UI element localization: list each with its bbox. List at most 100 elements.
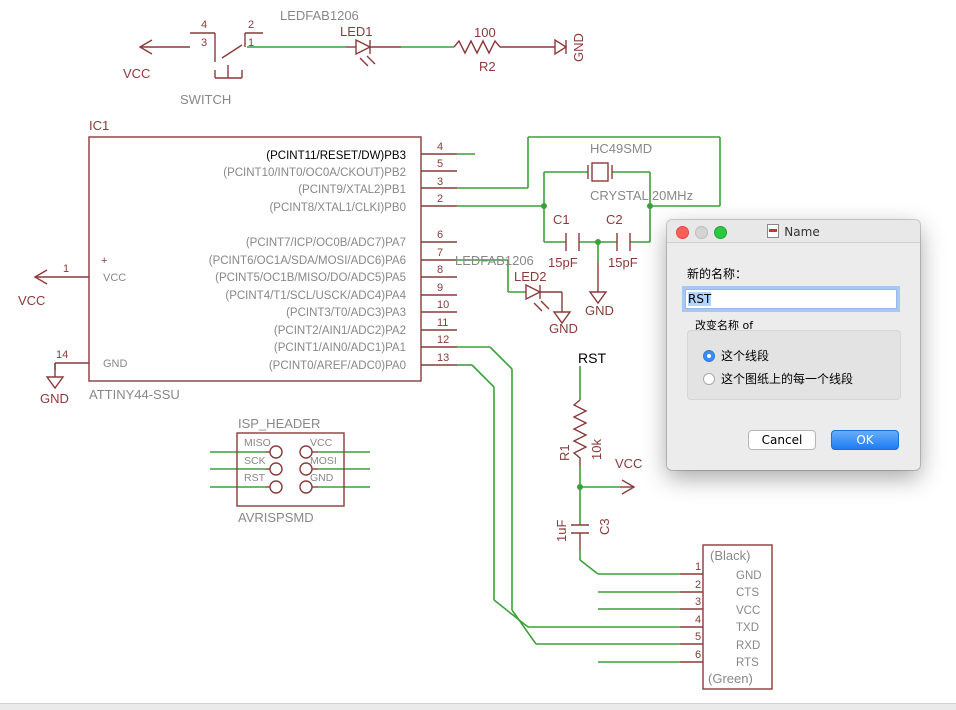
ic-pin-label: (PCINT4/T1/SCL/USCK/ADC4)PA4 [225,290,406,302]
ic-pin-number: 5 [437,158,443,170]
ic-name: IC1 [89,118,109,133]
led2-gnd: GND [549,321,578,336]
ic-pin-number: 11 [437,317,448,329]
radio-every-segment[interactable]: 这个图纸上的每一个线段 [703,370,853,387]
ic-plus: + [101,255,107,267]
cancel-button[interactable]: Cancel [748,430,816,450]
crystal-name: HC49SMD [590,141,652,156]
rst-net-label: RST [578,350,606,366]
minimize-icon [695,226,708,239]
switch-pin-2: 2 [248,19,254,31]
change-name-label: 改变名称 of [695,319,754,332]
r2-name: R2 [479,59,496,74]
ic-pin-number: 9 [437,282,443,294]
isp-pin-label: VCC [310,437,333,449]
ic-pin-number: 2 [437,193,443,205]
ftdi-pin-number: 1 [695,561,701,573]
dialog-title: Name [784,225,820,239]
ftdi-pin-number: 4 [695,614,701,626]
ic-pin-number: 7 [437,247,443,259]
ftdi-pin-label: RTS [736,657,759,669]
ftdi-pin-number: 2 [695,579,701,591]
ic-pin-number: 8 [437,264,443,276]
switch-pin-4: 4 [201,19,207,31]
r1-name: R1 [557,444,572,461]
c3-value: 1uF [554,520,569,542]
dialog-titlebar[interactable]: Name [667,220,920,243]
r1-value: 10k [589,439,604,460]
ftdi-pin-label: VCC [736,605,760,617]
ic-pin-number: 13 [437,352,449,364]
c1-name: C1 [553,212,570,227]
ic-part: ATTINY44-SSU [89,387,180,402]
ic-pin-number: 12 [437,334,449,346]
switch-label: SWITCH [180,92,231,107]
ic-gnd-label: GND [103,358,128,370]
ic-pin-label: (PCINT5/OC1B/MISO/DO/ADC5)PA5 [215,272,406,284]
ic-pin-number: 4 [437,141,443,153]
ftdi-top: (Black) [710,548,750,563]
ftdi-bottom: (Green) [708,671,753,686]
document-icon [767,224,780,238]
radio-selected-icon[interactable] [703,349,715,362]
schematic-labels: LEDFAB1206 LED1 100 R2 GND VCC SWITCH 4 … [18,8,762,686]
ic-vcc-label: VCC [103,272,126,284]
ic-pin-label: (PCINT9/XTAL2)PB1 [298,184,406,196]
led2-part: LEDFAB1206 [455,253,534,268]
switch-pin-3: 3 [201,37,207,49]
zoom-icon[interactable] [714,226,727,239]
radio-unselected-icon[interactable] [703,372,715,385]
ic-pin-label: (PCINT11/RESET/DW)PB3 [266,150,406,162]
symbols [33,32,773,690]
led2-name: LED2 [514,269,547,284]
ftdi-pin-label: RXD [736,640,760,652]
ftdi-pin-label: GND [736,570,762,582]
isp-pin-label: MOSI [310,455,337,467]
ic-pin-label: (PCINT2/AIN1/ADC2)PA2 [274,325,406,337]
ic-pin-label: (PCINT3/T0/ADC3)PA3 [286,307,406,319]
isp-part: AVRISPSMD [238,510,314,525]
ic-pin-number: 10 [437,299,449,311]
crystal-value: CRYSTAL 20MHz [590,188,693,203]
ic-pin-label: (PCINT10/INT0/OC0A/CKOUT)PB2 [223,167,406,179]
ic-pin-numbers: 4 5 3 2 6 7 8 9 10 11 12 13 [437,141,449,364]
name-dialog: Name 新的名称： RST 改变名称 of 这个线段 这个图纸上的每一个线段 … [667,220,920,470]
ic-vcc-pin: 1 [63,263,69,275]
c3-name: C3 [597,518,612,535]
crystal-gnd: GND [585,303,614,318]
r2-value: 100 [474,25,496,40]
ic-pin-number: 3 [437,176,443,188]
new-name-label: 新的名称： [687,267,748,281]
ftdi-pin-label: CTS [736,587,759,599]
ftdi-pin-number: 6 [695,649,701,661]
junctions [541,203,653,490]
ok-button[interactable]: OK [831,430,899,450]
isp-pin-label: SCK [244,455,266,467]
c2-value: 15pF [608,255,638,270]
isp-pin-label: MISO [244,437,271,449]
ic-vcc-net: VCC [18,293,45,308]
led1-name: LED1 [340,24,373,39]
ic-gnd-net: GND [40,391,69,406]
led1-part: LEDFAB1206 [280,8,359,23]
gnd-top: GND [571,33,586,62]
isp-pin-label: GND [310,472,334,484]
ic-pin-labels: (PCINT11/RESET/DW)PB3 (PCINT10/INT0/OC0A… [209,150,407,372]
ftdi-pin-label: TXD [736,622,759,634]
ftdi-pin-number: 3 [695,596,701,608]
c2-name: C2 [606,212,623,227]
close-icon[interactable] [676,226,689,239]
ic-pin-label: (PCINT6/OC1A/SDA/MOSI/ADC6)PA6 [209,255,406,267]
ftdi-pin-number: 5 [695,631,701,643]
isp-title: ISP_HEADER [238,416,320,431]
vcc-top: VCC [123,66,150,81]
radio-this-segment[interactable]: 这个线段 [703,347,769,364]
scope-group: 这个线段 这个图纸上的每一个线段 [687,330,901,400]
ic-pin-label: (PCINT1/AIN0/ADC1)PA1 [274,342,406,354]
bottom-status-strip [0,703,956,710]
ic-pin-number: 6 [437,229,443,241]
radio-label: 这个线段 [721,349,770,363]
name-input[interactable] [685,289,897,309]
switch-pin-1: 1 [248,37,254,49]
